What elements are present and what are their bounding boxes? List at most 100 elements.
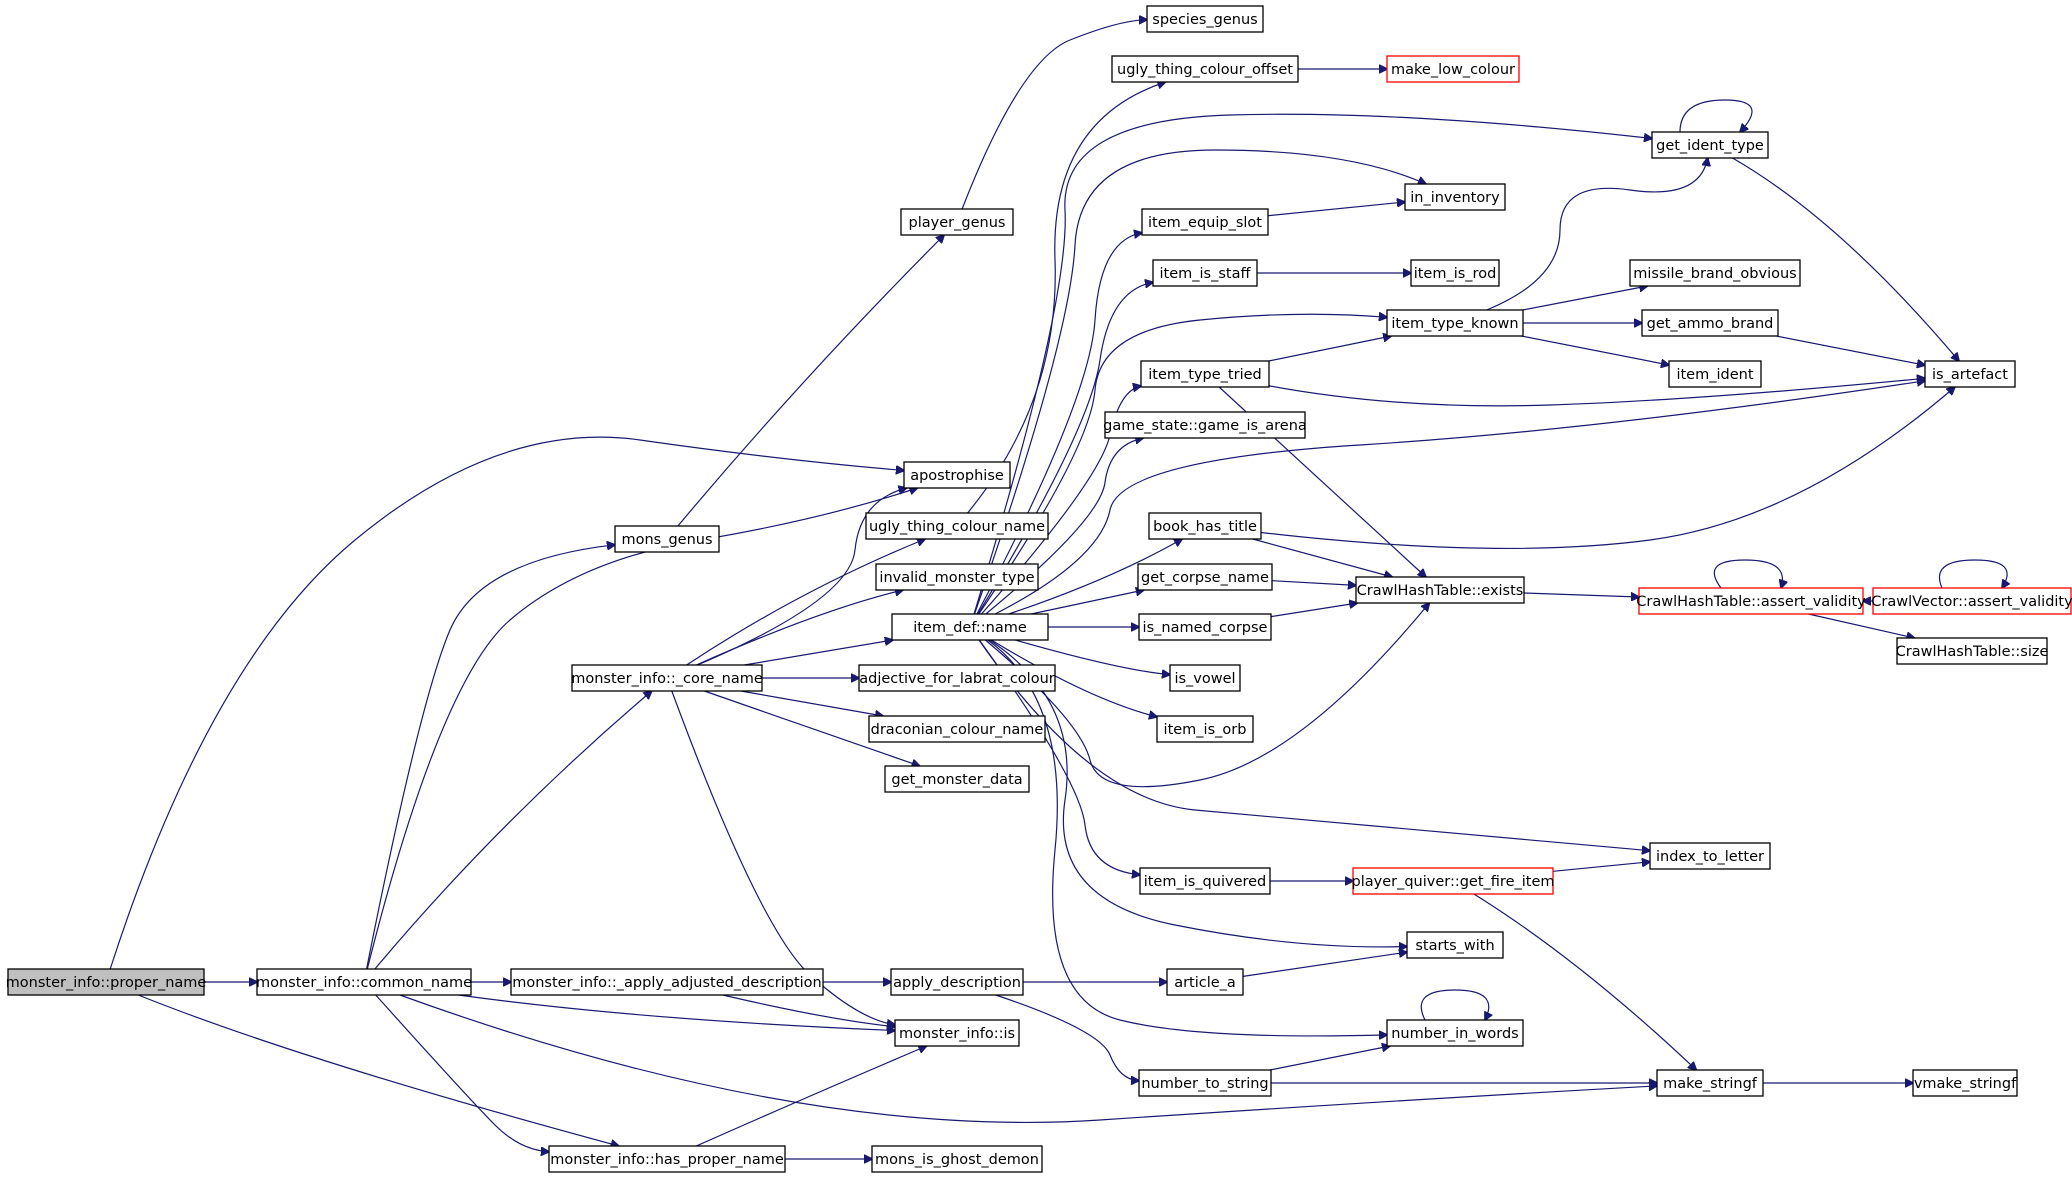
edge-item_type_tried-to-item_type_known [1268, 336, 1392, 362]
node-game-is-arena[interactable]: game_state::game_is_arena [1103, 411, 1307, 439]
node-get-corpse-name[interactable]: get_corpse_name [1137, 563, 1273, 591]
node-label: get_ammo_brand [1647, 316, 1774, 332]
node-box [1166, 968, 1244, 996]
node-label: monster_info::common_name [256, 975, 472, 991]
node-label: get_corpse_name [1141, 570, 1269, 586]
node-label: is_artefact [1932, 367, 2008, 383]
edge-core_name-to-invalid_monster_type [696, 590, 903, 666]
node-vec-assert[interactable]: CrawlVector::assert_validity [1871, 587, 2072, 615]
edge-core_name-to-get_monster_data [704, 690, 919, 766]
node-label: monster_info::proper_name [6, 975, 207, 991]
node-player-genus[interactable]: player_genus [900, 208, 1014, 236]
node-item-is-rod[interactable]: item_is_rod [1410, 259, 1500, 287]
edge-item_def_name-to-item_type_tried [981, 386, 1142, 615]
edge-core_name-to-mi_is [671, 690, 895, 1025]
node-get-fire-item[interactable]: player_quiver::get_fire_item [1352, 867, 1555, 895]
node-get-monster-data[interactable]: get_monster_data [884, 765, 1030, 793]
node-box [1924, 360, 2016, 388]
edge-item_equip_slot-to-in_inventory [1267, 202, 1405, 217]
node-label: item_type_tried [1148, 367, 1261, 383]
node-missile-brand-obvious[interactable]: missile_brand_obvious [1629, 259, 1801, 287]
edge-common_name-to-has_proper_name [375, 994, 549, 1152]
node-item-type-tried[interactable]: item_type_tried [1140, 360, 1270, 388]
node-hash-assert[interactable]: CrawlHashTable::assert_validity [1636, 587, 1866, 615]
node-mi-is[interactable]: monster_info::is [894, 1019, 1020, 1047]
node-label: monster_info::_apply_adjusted_descriptio… [512, 975, 821, 991]
nodes-layer: monster_info::proper_name monster_info::c… [6, 5, 2072, 1173]
node-in-inventory[interactable]: in_inventory [1404, 183, 1506, 211]
node-box [1896, 637, 2048, 665]
node-common-name[interactable]: monster_info::common_name [256, 968, 472, 996]
node-hash-exists[interactable]: CrawlHashTable::exists [1355, 576, 1525, 604]
node-item-is-quivered[interactable]: item_is_quivered [1139, 867, 1271, 895]
node-box [1386, 55, 1520, 83]
node-label: mons_is_ghost_demon [875, 1152, 1039, 1168]
node-item-def-name[interactable]: item_def::name [891, 613, 1049, 641]
node-species-genus[interactable]: species_genus [1146, 5, 1264, 33]
edge-item_def_name-to-hash_exists [985, 603, 1429, 788]
node-draconian-colour-name[interactable]: draconian_colour_name [868, 715, 1046, 743]
node-adj-labrat[interactable]: adjective_for_labrat_colour [858, 664, 1056, 692]
node-proper-name: monster_info::proper_name [6, 968, 207, 996]
edge-is_named_corpse-to-hash_exists [1270, 603, 1357, 618]
node-make-stringf[interactable]: make_stringf [1656, 1069, 1764, 1097]
node-make-low-colour[interactable]: make_low_colour [1386, 55, 1520, 83]
node-get-ammo-brand[interactable]: get_ammo_brand [1641, 309, 1779, 337]
node-item-equip-slot[interactable]: item_equip_slot [1141, 208, 1269, 236]
node-box [1629, 259, 1801, 287]
node-is-vowel[interactable]: is_vowel [1169, 664, 1241, 692]
node-ugly-offset[interactable]: ugly_thing_colour_offset [1111, 55, 1299, 83]
node-box [871, 1145, 1043, 1173]
edge-item_type_tried-to-is_artefact [1268, 378, 1925, 407]
node-is-artefact[interactable]: is_artefact [1924, 360, 2016, 388]
node-box [865, 512, 1049, 540]
edge-hash_exists-to-hash_assert [1523, 593, 1639, 597]
node-box [875, 563, 1039, 591]
node-apply-adj[interactable]: monster_info::_apply_adjusted_descriptio… [510, 968, 824, 996]
node-apply-description[interactable]: apply_description [890, 968, 1024, 996]
node-mons-genus[interactable]: mons_genus [614, 525, 720, 553]
node-label: CrawlHashTable::assert_validity [1636, 594, 1866, 610]
node-box [1140, 360, 1270, 388]
node-box [1104, 411, 1306, 439]
edges-layer [109, 20, 2007, 1159]
node-item-is-orb[interactable]: item_is_orb [1156, 715, 1254, 743]
edge-core_name-to-item_def_name [744, 640, 893, 666]
edge-common_name-to-core_name [374, 691, 652, 970]
node-book-has-title[interactable]: book_has_title [1148, 512, 1262, 540]
node-item-is-staff[interactable]: item_is_staff [1152, 259, 1258, 287]
node-is-named-corpse[interactable]: is_named_corpse [1138, 613, 1272, 641]
node-box [1148, 512, 1262, 540]
node-index-to-letter[interactable]: index_to_letter [1649, 842, 1771, 870]
node-label: item_is_quivered [1144, 874, 1267, 890]
node-has-proper-name[interactable]: monster_info::has_proper_name [548, 1145, 786, 1173]
edge-item_def_name-to-number_in_words [987, 639, 1387, 1036]
node-box [1156, 715, 1254, 743]
edge-book_has_title-to-is_artefact [1260, 387, 1955, 549]
node-box [1352, 867, 1554, 895]
node-box [891, 613, 1049, 641]
node-item-type-known[interactable]: item_type_known [1386, 309, 1524, 337]
node-get-ident-type[interactable]: get_ident_type [1651, 131, 1769, 159]
node-box [1386, 309, 1524, 337]
edge-core_name-to-ugly_name [686, 539, 926, 666]
node-ugly-name[interactable]: ugly_thing_colour_name [865, 512, 1049, 540]
node-box [1138, 613, 1272, 641]
node-item-ident[interactable]: item_ident [1668, 360, 1762, 388]
node-hash-size[interactable]: CrawlHashTable::size [1896, 637, 2049, 665]
node-label: make_stringf [1663, 1076, 1758, 1092]
node-invalid-monster-type[interactable]: invalid_monster_type [875, 563, 1039, 591]
node-number-to-string[interactable]: number_to_string [1138, 1069, 1272, 1097]
edge-item_def_name-to-starts_with [989, 639, 1407, 947]
node-number-in-words[interactable]: number_in_words [1386, 1019, 1524, 1047]
node-mons-is-ghost-demon[interactable]: mons_is_ghost_demon [871, 1145, 1043, 1173]
node-core-name[interactable]: monster_info::_core_name [571, 664, 763, 692]
node-apostrophise[interactable]: apostrophise [903, 461, 1011, 489]
node-label: item_is_orb [1164, 722, 1247, 738]
node-starts-with[interactable]: starts_with [1406, 931, 1504, 959]
node-vmake-stringf[interactable]: vmake_stringf [1912, 1069, 2018, 1097]
node-label: item_ident [1676, 367, 1753, 383]
node-label: item_type_known [1391, 316, 1518, 332]
node-article-a[interactable]: article_a [1166, 968, 1244, 996]
node-label: mons_genus [621, 532, 712, 548]
